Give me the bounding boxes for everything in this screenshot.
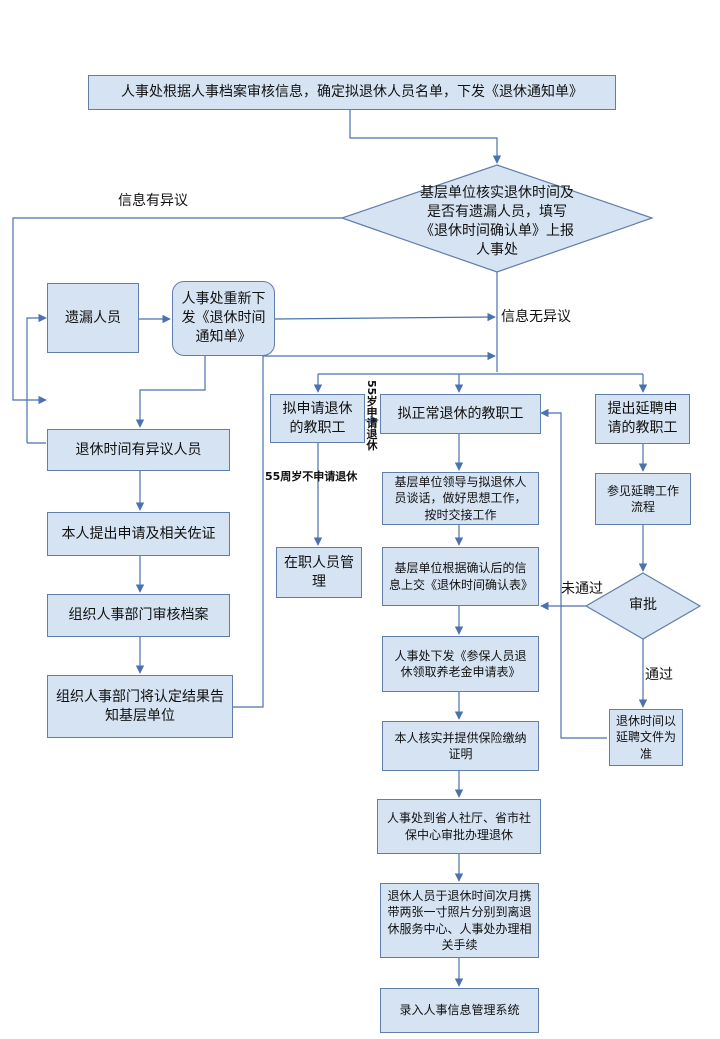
approval-node-text: 审批 — [629, 597, 657, 613]
label-age55-not-apply: 55周岁不申请退休 — [265, 470, 358, 483]
apply-staff-node: 拟申请退休的教职工 — [270, 394, 365, 443]
org-notify-node: 组织人事部门将认定结果告知基层单位 — [47, 675, 233, 738]
talk-node: 基层单位领导与拟退休人员谈话，做好思想工作，按时交接工作 — [382, 472, 539, 525]
connector-top-verify — [349, 110, 502, 164]
extend-apply-node: 提出延聘申请的教职工 — [595, 394, 690, 444]
normal-retire-node: 拟正常退休的教职工 — [380, 394, 541, 434]
label-no-objection: 信息无异议 — [501, 309, 571, 325]
connector-result-normal — [540, 408, 607, 739]
connector-notify-main — [233, 351, 496, 708]
label-not-passed: 未通过 — [561, 581, 603, 597]
extend-flow-node: 参见延聘工作流程 — [595, 473, 691, 525]
photos-node: 退休人员于退休时间次月携带两张一寸照片分别到离退休服务中心、人事处办理相关手续 — [380, 883, 539, 958]
label-age55-apply: 55岁申请退休 — [365, 380, 378, 451]
dispute-node: 退休时间有异议人员 — [47, 429, 230, 471]
org-review-node: 组织人事部门审核档案 — [47, 594, 230, 637]
extend-result-node: 退休时间以延聘文件为准 — [609, 709, 683, 766]
in-service-node: 在职人员管理 — [276, 547, 362, 598]
connector-reissue-dispute — [135, 356, 206, 428]
missing-node: 遗漏人员 — [47, 283, 139, 353]
self-apply-node: 本人提出申请及相关佐证 — [47, 512, 230, 556]
connector-reissue-main — [274, 312, 496, 322]
verify-node-text: 基层单位核实退休时间及是否有遗漏人员，填写《退休时间确认单》上报人事处 — [420, 185, 574, 258]
connector-left-missing — [26, 313, 47, 443]
connector-objection — [12, 217, 342, 405]
insurance-node: 本人核实并提供保险缴纳证明 — [382, 721, 539, 771]
label-passed: 通过 — [645, 667, 673, 683]
enter-system-node: 录入人事信息管理系统 — [380, 988, 539, 1033]
top-node: 人事处根据人事档案审核信息，确定拟退休人员名单，下发《退休通知单》 — [88, 75, 616, 110]
label-has-objection: 信息有异议 — [118, 193, 188, 209]
submit-node: 基层单位根据确认后的信息上交《退休时间确认表》 — [382, 547, 539, 606]
reissue-node: 人事处重新下发《退休时间通知单》 — [172, 281, 275, 356]
issue-form-node: 人事处下发《参保人员退休领取养老金申请表》 — [382, 636, 539, 692]
approve-office-node: 人事处到省人社厅、省市社保中心审批办理退休 — [377, 799, 541, 854]
